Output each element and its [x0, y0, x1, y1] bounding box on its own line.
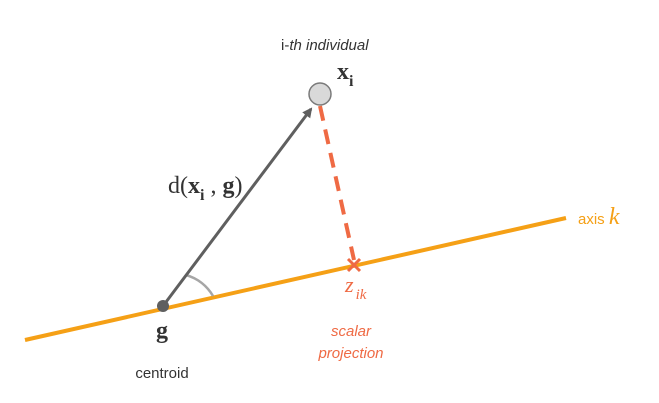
individual-point	[308, 82, 332, 106]
centroid-label: centroid	[135, 365, 188, 382]
angle-arc	[185, 273, 215, 297]
projection-line	[318, 105, 356, 261]
individual-symbol: xi	[337, 59, 354, 90]
distance-label: d(xi , g)	[168, 173, 242, 204]
scalar-projection-label-2: projection	[317, 345, 383, 362]
distance-vector	[161, 107, 313, 307]
scalar-projection-label: scalar	[331, 323, 372, 340]
axis-line	[24, 216, 567, 342]
axis-label: axis k	[578, 204, 620, 230]
projection-cross-marker	[346, 257, 362, 273]
centroid-point	[157, 300, 169, 312]
individual-label: i-th individual	[281, 37, 369, 54]
centroid-symbol: g	[156, 318, 168, 344]
